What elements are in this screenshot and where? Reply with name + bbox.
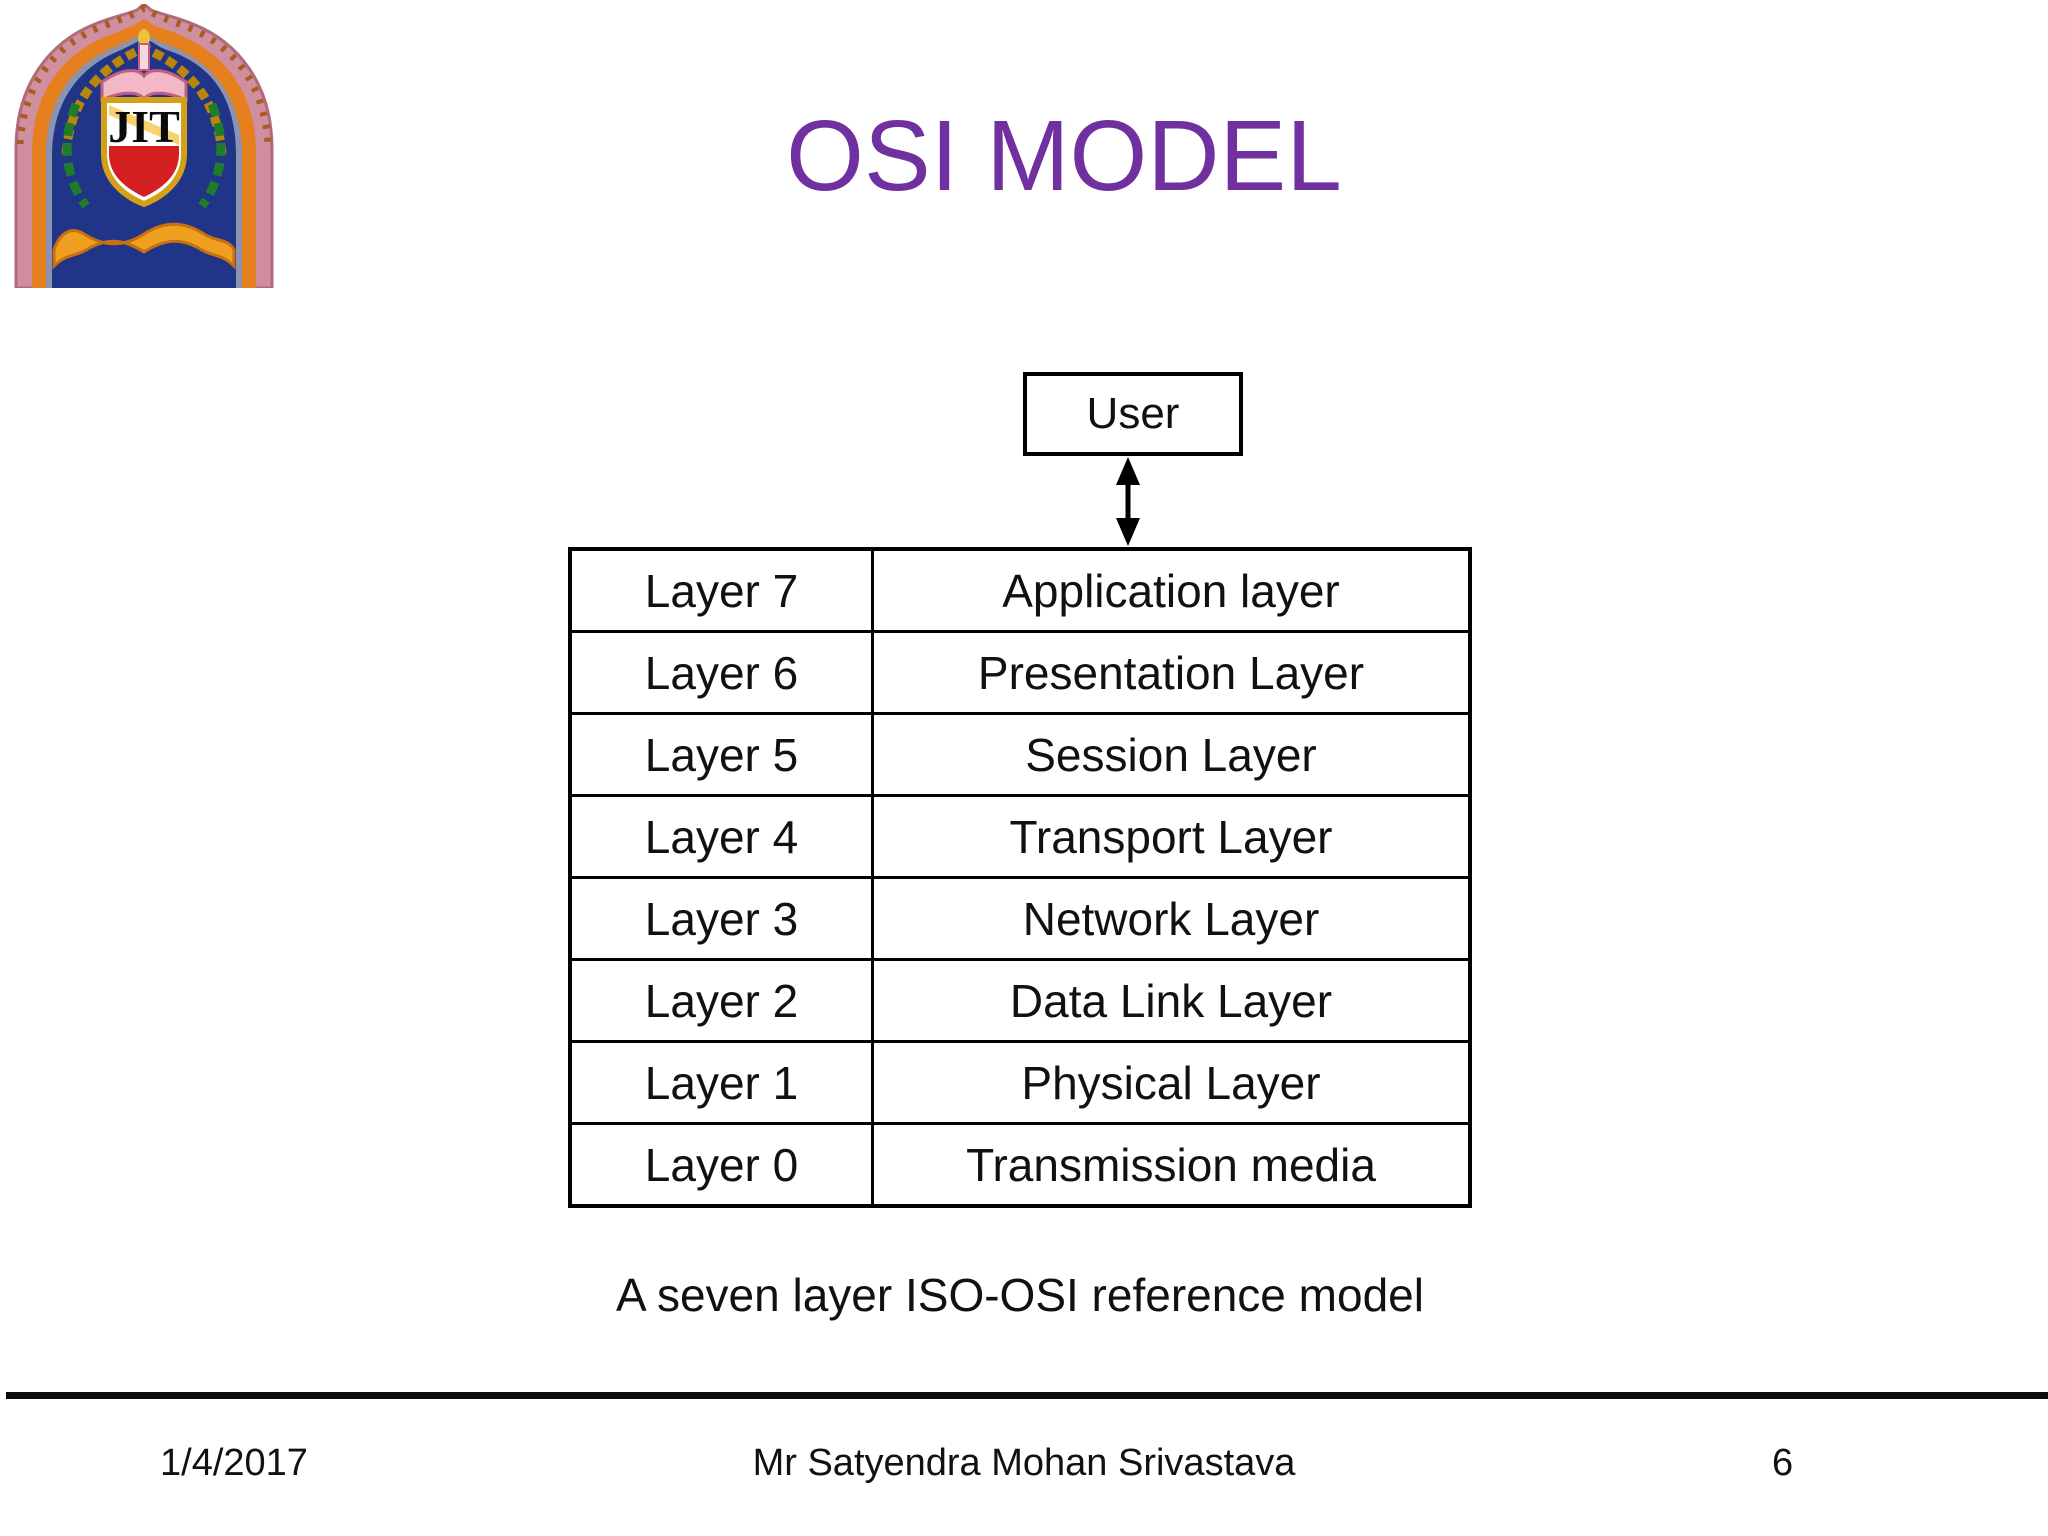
page-title: OSI MODEL xyxy=(786,100,1342,212)
layer-number-cell: Layer 1 xyxy=(572,1040,874,1122)
layer-name-cell: Physical Layer xyxy=(874,1040,1468,1122)
layer-number-cell: Layer 2 xyxy=(572,958,874,1040)
logo-laurel-right xyxy=(198,102,226,209)
layer-name-cell: Transport Layer xyxy=(874,794,1468,876)
jit-logo-graphic: JIT xyxy=(14,2,274,290)
layer-number-cell: Layer 6 xyxy=(572,630,874,712)
jit-logo: JIT xyxy=(10,2,278,290)
logo-ribbon xyxy=(52,222,236,270)
layer-number-cell: Layer 4 xyxy=(572,794,874,876)
footer-page-number: 6 xyxy=(1772,1442,1794,1484)
layer-number-cell: Layer 3 xyxy=(572,876,874,958)
logo-candle xyxy=(138,43,150,71)
layer-name-cell: Application layer xyxy=(1002,564,1340,617)
user-box: User xyxy=(1023,372,1243,456)
layer-name-cell: Session Layer xyxy=(874,712,1468,794)
logo-monogram: JIT xyxy=(108,101,180,152)
user-table-arrow xyxy=(1106,456,1150,547)
layer-name-cell: Data Link Layer xyxy=(874,958,1468,1040)
logo-shield-red xyxy=(109,146,179,197)
layer-number-cell: Layer 0 xyxy=(572,1122,874,1204)
footer-author: Mr Satyendra Mohan Srivastava xyxy=(752,1442,1296,1484)
user-box-label: User xyxy=(1086,389,1180,438)
layer-name-cell: Network Layer xyxy=(874,876,1468,958)
logo-candle-flame xyxy=(138,29,150,47)
logo-laurel-left xyxy=(62,102,90,209)
logo-shield-band xyxy=(109,105,179,145)
logo-scallop-trim xyxy=(16,3,272,145)
footer-divider-line xyxy=(6,1392,2048,1399)
logo-book xyxy=(100,69,188,103)
caption: A seven layer ISO-OSI reference model xyxy=(616,1269,1424,1321)
layer-name-cell: Presentation Layer xyxy=(874,630,1468,712)
footer-date: 1/4/2017 xyxy=(160,1442,308,1484)
double-arrow-icon xyxy=(1116,457,1140,546)
layer-number-cell: Layer 7 xyxy=(572,551,874,630)
layer-name-cell: Transmission media xyxy=(874,1122,1468,1204)
layer-number-cell: Layer 5 xyxy=(572,712,874,794)
